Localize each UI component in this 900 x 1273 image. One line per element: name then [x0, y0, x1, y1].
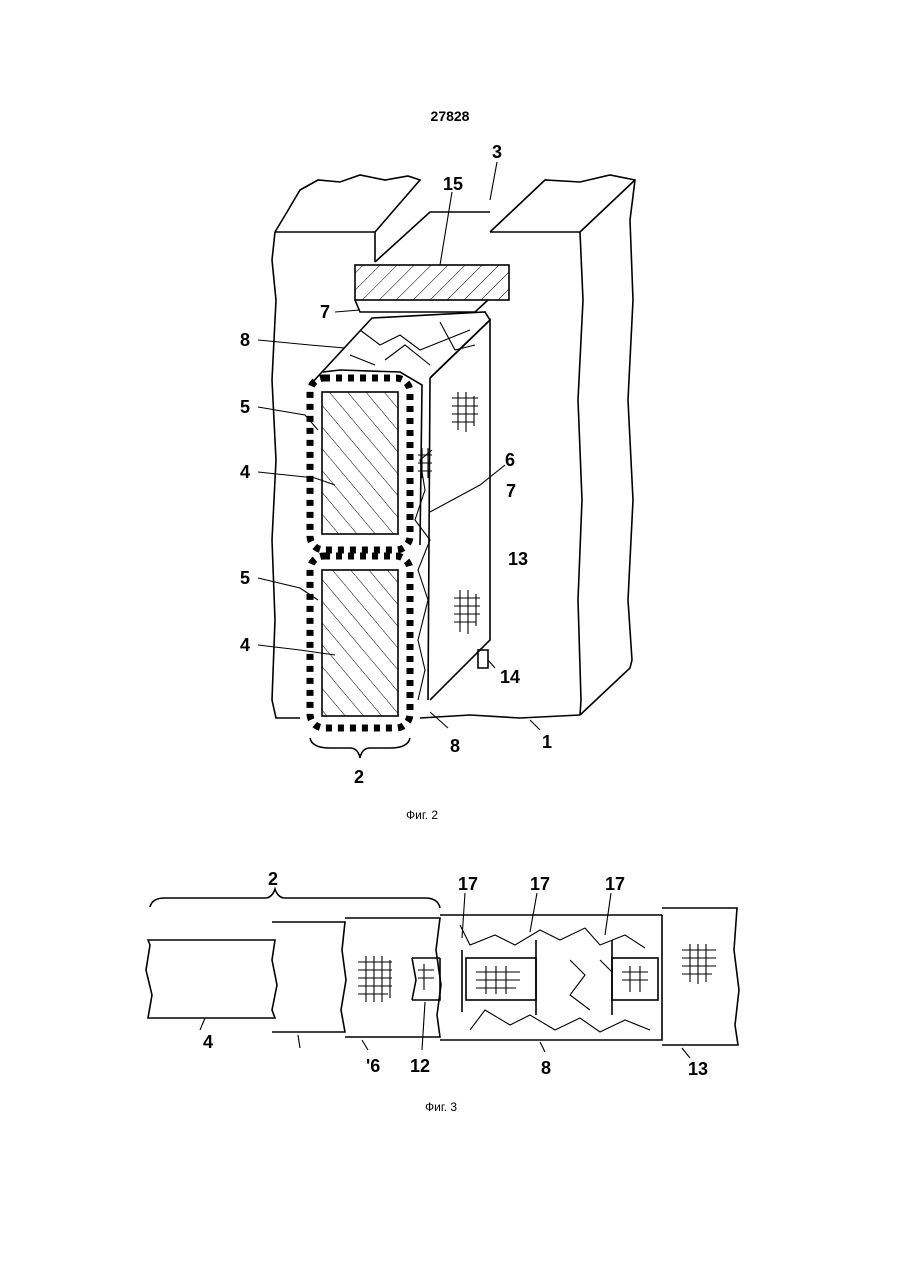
label-4-lower: 4: [240, 635, 250, 655]
figure-2-caption: Фиг. 2: [406, 808, 438, 822]
label-17-b: 17: [530, 874, 550, 894]
label-8-bottom: 8: [450, 736, 460, 756]
label-15: 15: [443, 174, 463, 194]
figure-3-caption: Фиг. 3: [425, 1100, 457, 1114]
label-7-top: 7: [320, 302, 330, 322]
label-6: 6: [505, 450, 515, 470]
label-14: 14: [500, 667, 520, 687]
conductor-lower: [310, 556, 410, 728]
label-3: 3: [492, 142, 502, 162]
label-5-lower: 5: [240, 568, 250, 588]
label-13: 13: [688, 1059, 708, 1079]
label-6: '6: [366, 1056, 380, 1076]
label-2: 2: [354, 767, 364, 787]
label-17-a: 17: [458, 874, 478, 894]
label-7-side: 7: [506, 481, 516, 501]
label-8-top: 8: [240, 330, 250, 350]
label-5-upper: 5: [240, 397, 250, 417]
figure-3-drawing: [146, 889, 739, 1058]
figure-2-drawing: [258, 162, 635, 758]
label-12: 12: [410, 1056, 430, 1076]
conductor-upper: [310, 370, 422, 550]
label-4-upper: 4: [240, 462, 250, 482]
label-2: 2: [268, 869, 278, 889]
label-8: 8: [541, 1058, 551, 1078]
label-1: 1: [542, 732, 552, 752]
label-4: 4: [203, 1032, 213, 1052]
label-13: 13: [508, 549, 528, 569]
label-17-c: 17: [605, 874, 625, 894]
